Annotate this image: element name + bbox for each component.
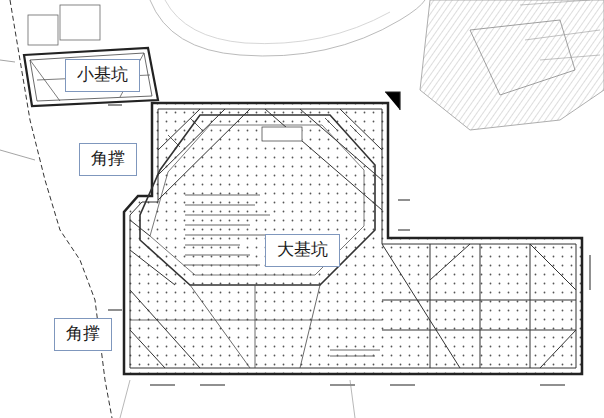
annotation-box: 角撑 bbox=[79, 143, 137, 176]
annotation-text: 角撑 bbox=[66, 325, 100, 344]
annotation-text: 小基坑 bbox=[77, 66, 128, 85]
annotation-box: 小基坑 bbox=[65, 59, 140, 92]
annotation-text: 大基坑 bbox=[277, 241, 328, 260]
annotation-text: 角撑 bbox=[91, 150, 125, 169]
annotation-box: 大基坑 bbox=[265, 234, 340, 267]
annotation-box: 角撑 bbox=[54, 318, 112, 351]
